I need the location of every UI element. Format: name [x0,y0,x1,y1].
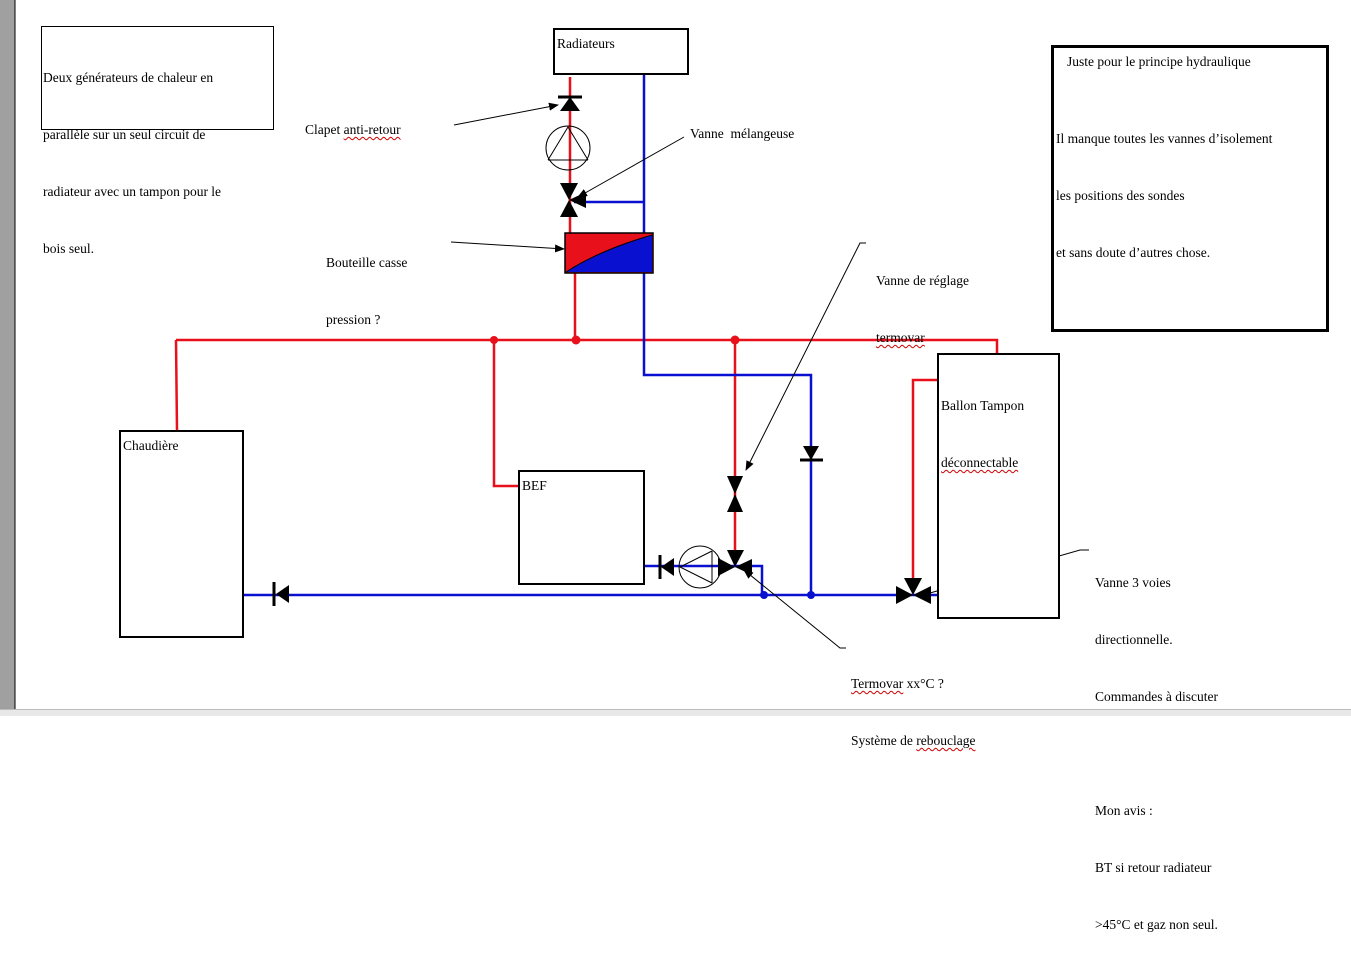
page-margin-gutter [0,0,15,712]
boiler-check-valve-icon [272,582,289,606]
opinion-label-line: Mon avis : [1095,803,1153,818]
junction-dot [490,336,498,344]
junction-dot [730,335,740,345]
rebouclage-label-a: Système de [851,733,917,748]
buffer-tank-box: Ballon Tampon déconnectable [937,353,1060,619]
radiators-box: Radiateurs [553,28,689,75]
intro-note-text: Deux générateurs de chaleur en parallèle… [43,30,221,296]
mixing-valve-label: Vanne mélangeuse [690,126,795,141]
separator-label-line: Bouteille casse [326,255,408,270]
balancing-valve-label-line: termovar [876,330,925,345]
diverting-valve-label-line: Commandes à discuter [1095,689,1218,704]
disclaimer-text: Il manque toutes les vannes d’isolement … [1056,91,1272,300]
bef-hot-branch [492,340,519,488]
recirculation-loop [644,564,764,595]
hydraulic-diagram [14,0,1089,712]
leader-lines [450,102,1089,649]
check-valve-icon [558,95,582,111]
separator-label-line: pression ? [326,312,381,327]
intro-line: radiateur avec un tampon pour le [43,184,222,199]
buffer-tank-label-line: déconnectable [941,455,1019,470]
intro-line: parallèle sur un seul circuit de [43,127,206,142]
diverting-valve-icon [896,578,931,604]
rebouclage-label-b: rebouclage [916,733,976,748]
termovar-label-b: xx°C ? [903,676,944,691]
bef-label: BEF [522,478,547,493]
clapet-label-a: Clapet [305,122,344,137]
disclaimer-line: et sans doute d’autres chose. [1056,245,1211,260]
balancing-valve-icon [727,476,743,512]
boiler-box: Chaudière [119,430,244,638]
bef-box: BEF [518,470,645,585]
tank-hot-branch [911,378,938,585]
buffer-tank-label: Ballon Tampon déconnectable [941,358,1024,510]
horizontal-scrollbar[interactable] [0,709,1351,716]
junction-dot [760,591,768,599]
radiators-label: Radiateurs [557,36,615,51]
cold-return-header [642,273,813,595]
bef-check-valve-icon [658,555,674,579]
termovar-label: Termovar xx°C ? Système de rebouclage [851,636,975,769]
clapet-label: Clapet anti-retour [305,120,401,139]
intro-line: Deux générateurs de chaleur en [43,70,214,85]
termovar-label-a: Termovar [851,676,904,691]
cold-junctions [760,591,815,599]
separator-label: Bouteille casse pression ? [326,215,407,348]
opinion-label-line: BT si retour radiateur [1095,860,1212,875]
return-check-valve-icon [800,446,823,462]
junction-dot [571,335,581,345]
diverting-valve-label: Vanne 3 voies directionnelle. Commandes … [1095,535,1218,953]
leader-vanne-melangeuse [577,136,685,198]
disclaimer-line: Il manque toutes les vannes d’isolement [1056,131,1273,146]
intro-line: bois seul. [43,241,95,256]
disclaimer-note-box: Juste pour le principe hydraulique Il ma… [1051,45,1329,332]
leader-reglage [745,242,866,471]
leader-bouteille [450,241,565,253]
balancing-valve-label-line: Vanne de réglage [876,273,969,288]
intro-note-box: Deux générateurs de chaleur en parallèle… [41,26,274,256]
radiator-pump-icon [545,125,591,171]
disclaimer-title: Juste pour le principe hydraulique [1067,54,1251,69]
clapet-label-b: anti-retour [343,122,401,137]
hot-pipes [174,77,999,585]
recirculation-pump-icon [678,545,722,589]
hot-junctions [490,335,740,345]
hydraulic-separator-icon [564,232,654,274]
leader-termovar [743,569,846,649]
junction-dot [807,591,815,599]
buffer-tank-label-line: Ballon Tampon [941,398,1025,413]
balancing-valve-label: Vanne de réglage termovar [876,233,969,366]
opinion-label-line: >45°C et gaz non seul. [1095,917,1218,932]
boiler-hot-riser [174,339,179,432]
hot-main-header [176,338,999,353]
leader-clapet [453,102,559,126]
diverting-valve-label-line: Vanne 3 voies [1095,575,1171,590]
disclaimer-line: les positions des sondes [1056,188,1185,203]
mixing-valve-icon [560,183,586,217]
boiler-label: Chaudière [123,438,179,453]
diverting-valve-label-line: directionnelle. [1095,632,1173,647]
